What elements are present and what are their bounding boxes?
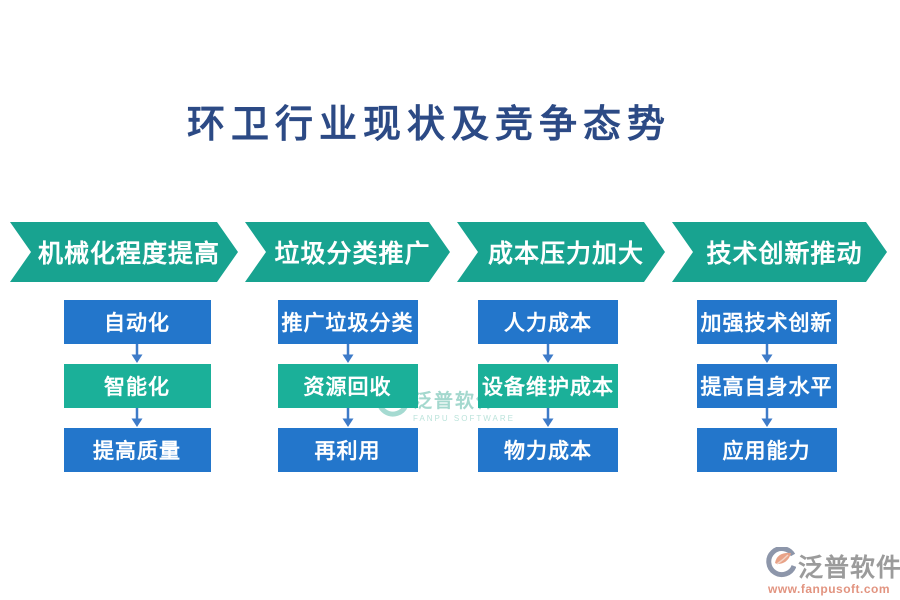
stage-columns: 机械化程度提高自动化智能化提高质量垃圾分类推广推广垃圾分类资源回收再利用成本压力… (10, 222, 887, 472)
flow-node: 自动化 (63, 300, 211, 344)
stage-column-3: 成本压力加大人力成本设备维护成本物力成本 (457, 222, 665, 472)
page-title: 环卫行业现状及竞争态势 (186, 104, 671, 146)
flow-node-label: 提高质量 (93, 439, 181, 463)
down-arrow-icon (759, 344, 775, 364)
stage-header-label: 机械化程度提高 (37, 241, 220, 268)
stage-header-arrow: 机械化程度提高 (10, 222, 238, 282)
flow-node-label: 物力成本 (504, 439, 592, 463)
down-arrow-icon (540, 408, 556, 428)
stage-node-stack: 人力成本设备维护成本物力成本 (444, 300, 652, 472)
flow-node: 智能化 (63, 364, 211, 408)
down-arrow-icon (759, 408, 775, 428)
stage-header-label: 垃圾分类推广 (274, 241, 431, 268)
watermark-subtitle: FANPU SOFTWARE (413, 414, 515, 423)
flow-node-label: 推广垃圾分类 (281, 311, 414, 335)
watermark-name: 泛普软件 (413, 391, 498, 412)
flow-node-label: 再利用 (314, 439, 381, 463)
flow-node-label: 自动化 (104, 311, 170, 335)
stage-header-label: 技术创新推动 (706, 241, 863, 268)
stage-node-stack: 加强技术创新提高自身水平应用能力 (659, 300, 874, 472)
flow-node: 再利用 (277, 428, 418, 472)
stage-column-1: 机械化程度提高自动化智能化提高质量 (10, 222, 238, 472)
flow-node-label: 提高自身水平 (700, 375, 833, 399)
flow-node: 人力成本 (478, 300, 618, 344)
footer-brand-url: www.fanpusoft.com (768, 582, 891, 596)
stage-node-stack: 自动化智能化提高质量 (23, 300, 251, 472)
down-arrow-icon (129, 408, 145, 428)
flow-node-label: 应用能力 (722, 439, 811, 463)
down-arrow-icon (540, 344, 556, 364)
footer-brand-name: 泛普软件 (798, 554, 900, 582)
stage-node-stack: 推广垃圾分类资源回收再利用 (245, 300, 450, 472)
flow-node: 资源回收 (277, 364, 418, 408)
flow-node: 提高自身水平 (696, 364, 837, 408)
stage-column-4: 技术创新推动加强技术创新提高自身水平应用能力 (672, 222, 887, 472)
stage-header-arrow: 成本压力加大 (457, 222, 665, 282)
stage-header-arrow: 技术创新推动 (672, 222, 887, 282)
flow-node: 加强技术创新 (696, 300, 837, 344)
stage-column-2: 垃圾分类推广推广垃圾分类资源回收再利用 (245, 222, 450, 472)
fanpu-footer-logo-icon (766, 546, 797, 584)
flow-node-label: 人力成本 (504, 311, 592, 335)
flow-node: 应用能力 (696, 428, 837, 472)
flow-node: 推广垃圾分类 (277, 300, 418, 344)
flow-node: 物力成本 (478, 428, 618, 472)
down-arrow-icon (340, 408, 356, 428)
stage-header-arrow: 垃圾分类推广 (245, 222, 450, 282)
down-arrow-icon (340, 344, 356, 364)
down-arrow-icon (129, 344, 145, 364)
flow-node-label: 智能化 (104, 375, 170, 399)
footer-brand: 泛普软件 www.fanpusoft.com (766, 546, 900, 596)
flow-node-label: 资源回收 (303, 375, 392, 399)
flow-node: 提高质量 (63, 428, 211, 472)
flow-node-label: 设备维护成本 (482, 375, 614, 399)
flow-node: 设备维护成本 (478, 364, 618, 408)
flow-node-label: 加强技术创新 (700, 311, 833, 335)
stage-header-label: 成本压力加大 (487, 241, 644, 268)
